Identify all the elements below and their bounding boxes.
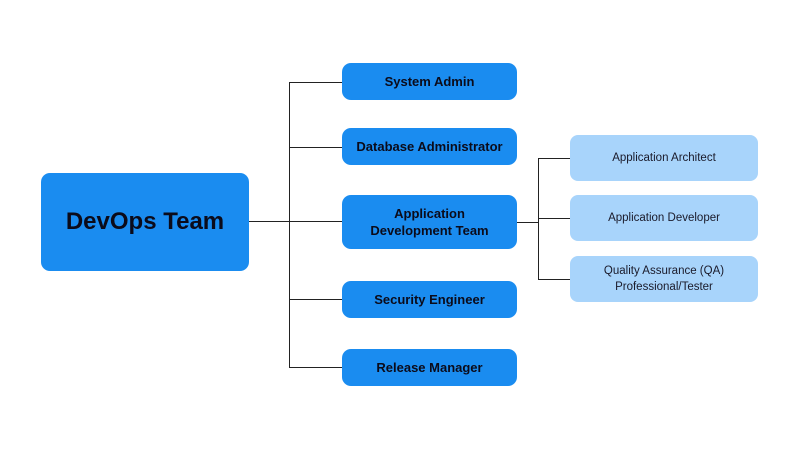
subrole-node-label: Application Developer [608, 212, 720, 224]
connector-application-developer [538, 218, 570, 219]
connector-trunk [289, 82, 290, 368]
connector-database-administrator [289, 147, 342, 148]
role-node-application-development-team: Application Development Team [342, 195, 517, 249]
root-node-label: DevOps Team [65, 208, 225, 235]
role-node-label: Security Engineer [374, 292, 485, 307]
role-node-release-manager: Release Manager [342, 349, 517, 386]
subrole-node-application-developer: Application Developer [570, 195, 758, 241]
role-node-security-engineer: Security Engineer [342, 281, 517, 318]
connector-appdev-out [517, 222, 538, 223]
connector-qa-tester [538, 279, 570, 280]
connector-security-engineer [289, 299, 342, 300]
subrole-node-label-line1: Quality Assurance (QA) [603, 265, 725, 277]
role-node-label: Database Administrator [356, 139, 503, 154]
role-node-label-line1: Application [394, 206, 465, 221]
role-node-label-line2: Development Team [370, 223, 489, 238]
connector-application-architect [538, 158, 570, 159]
subrole-node-label: Application Architect [612, 152, 716, 164]
subrole-node-qa-tester: Quality Assurance (QA) Professional/Test… [570, 256, 758, 302]
role-node-label: System Admin [384, 74, 475, 89]
role-node-system-admin: System Admin [342, 63, 517, 100]
connector-system-admin [289, 82, 342, 83]
role-node-database-administrator: Database Administrator [342, 128, 517, 165]
connector-release-manager [289, 367, 342, 368]
root-node-devops-team: DevOps Team [41, 173, 249, 271]
role-node-label: Release Manager [376, 360, 483, 375]
subrole-node-application-architect: Application Architect [570, 135, 758, 181]
subrole-node-label-line2: Professional/Tester [615, 281, 713, 293]
connector-root [249, 221, 342, 222]
